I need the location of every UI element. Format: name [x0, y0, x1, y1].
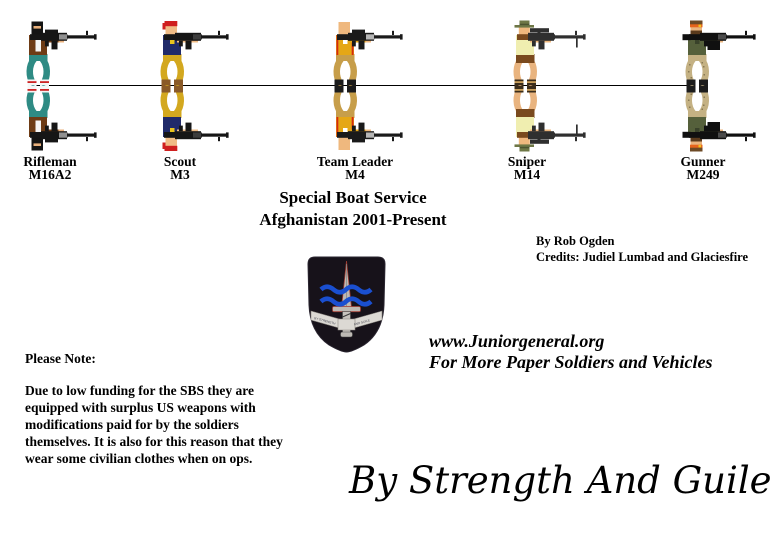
figure-role: Team Leader [316, 154, 394, 169]
title-line2: Afghanistan 2001-Present [259, 210, 447, 229]
soldier-figure-gunner [682, 20, 756, 152]
figure-weapon: M249 [686, 166, 720, 182]
soldier-mirrored-pose [333, 85, 403, 150]
figure-weapon: M14 [513, 166, 541, 182]
figure-role: Sniper [507, 154, 547, 169]
credits-contributors: Credits: Judiel Lumbad and Glaciesfire [536, 250, 749, 264]
soldier-mirrored-pose [160, 85, 229, 151]
badge-motto-left: BY STRENGTH [314, 316, 336, 326]
figure-weapon: M3 [170, 166, 190, 182]
wave-upper-icon [319, 284, 373, 295]
sheet-title: Special Boat Service Afghanistan 2001-Pr… [259, 187, 446, 231]
soldier-standing-pose [513, 20, 586, 87]
site-url: www.Juniorgeneral.org [429, 331, 605, 351]
figure-role: Rifleman [23, 154, 77, 169]
soldier-figure-sniper [513, 20, 586, 152]
note-block: Please Note: Due to low funding for the … [25, 351, 310, 467]
figure-role: Gunner [680, 154, 726, 169]
soldier-figure-team-leader [333, 22, 403, 150]
wave-lower-icon [319, 296, 373, 307]
soldier-standing-pose [682, 20, 756, 87]
sbs-insignia-badge: BY STRENGTH AND GUILE [307, 256, 386, 353]
site-tagline: For More Paper Soldiers and Vehicles [429, 352, 713, 372]
note-body: Due to low funding for the SBS they are … [25, 383, 283, 466]
figure-role: Scout [163, 154, 197, 169]
dagger-pommel [340, 331, 353, 338]
badge-motto-right: AND GUILE [353, 318, 370, 326]
soldier-standing-pose [26, 21, 97, 87]
site-promo: www.Juniorgeneral.org For More Paper Sol… [429, 331, 713, 373]
soldier-standing-pose [333, 22, 403, 87]
soldier-figure-scout [160, 21, 229, 151]
figure-weapon: M16A2 [28, 166, 72, 182]
credits-author: By Rob Ogden [536, 234, 615, 248]
author-credits: By Rob Ogden Credits: Judiel Lumbad and … [536, 233, 748, 265]
soldier-mirrored-pose [682, 85, 756, 152]
soldier-standing-pose [160, 21, 229, 87]
figure-weapon: M4 [345, 166, 365, 182]
soldier-mirrored-pose [26, 85, 97, 151]
dagger-crossguard [332, 306, 361, 313]
motto-script-text: By Strength And Guile [349, 459, 772, 502]
title-line1: Special Boat Service [279, 188, 427, 207]
note-heading: Please Note: [25, 351, 96, 366]
fold-line [36, 85, 691, 86]
scroll-center [337, 318, 356, 331]
soldier-mirrored-pose [513, 85, 586, 152]
soldier-figure-rifleman [26, 21, 97, 151]
